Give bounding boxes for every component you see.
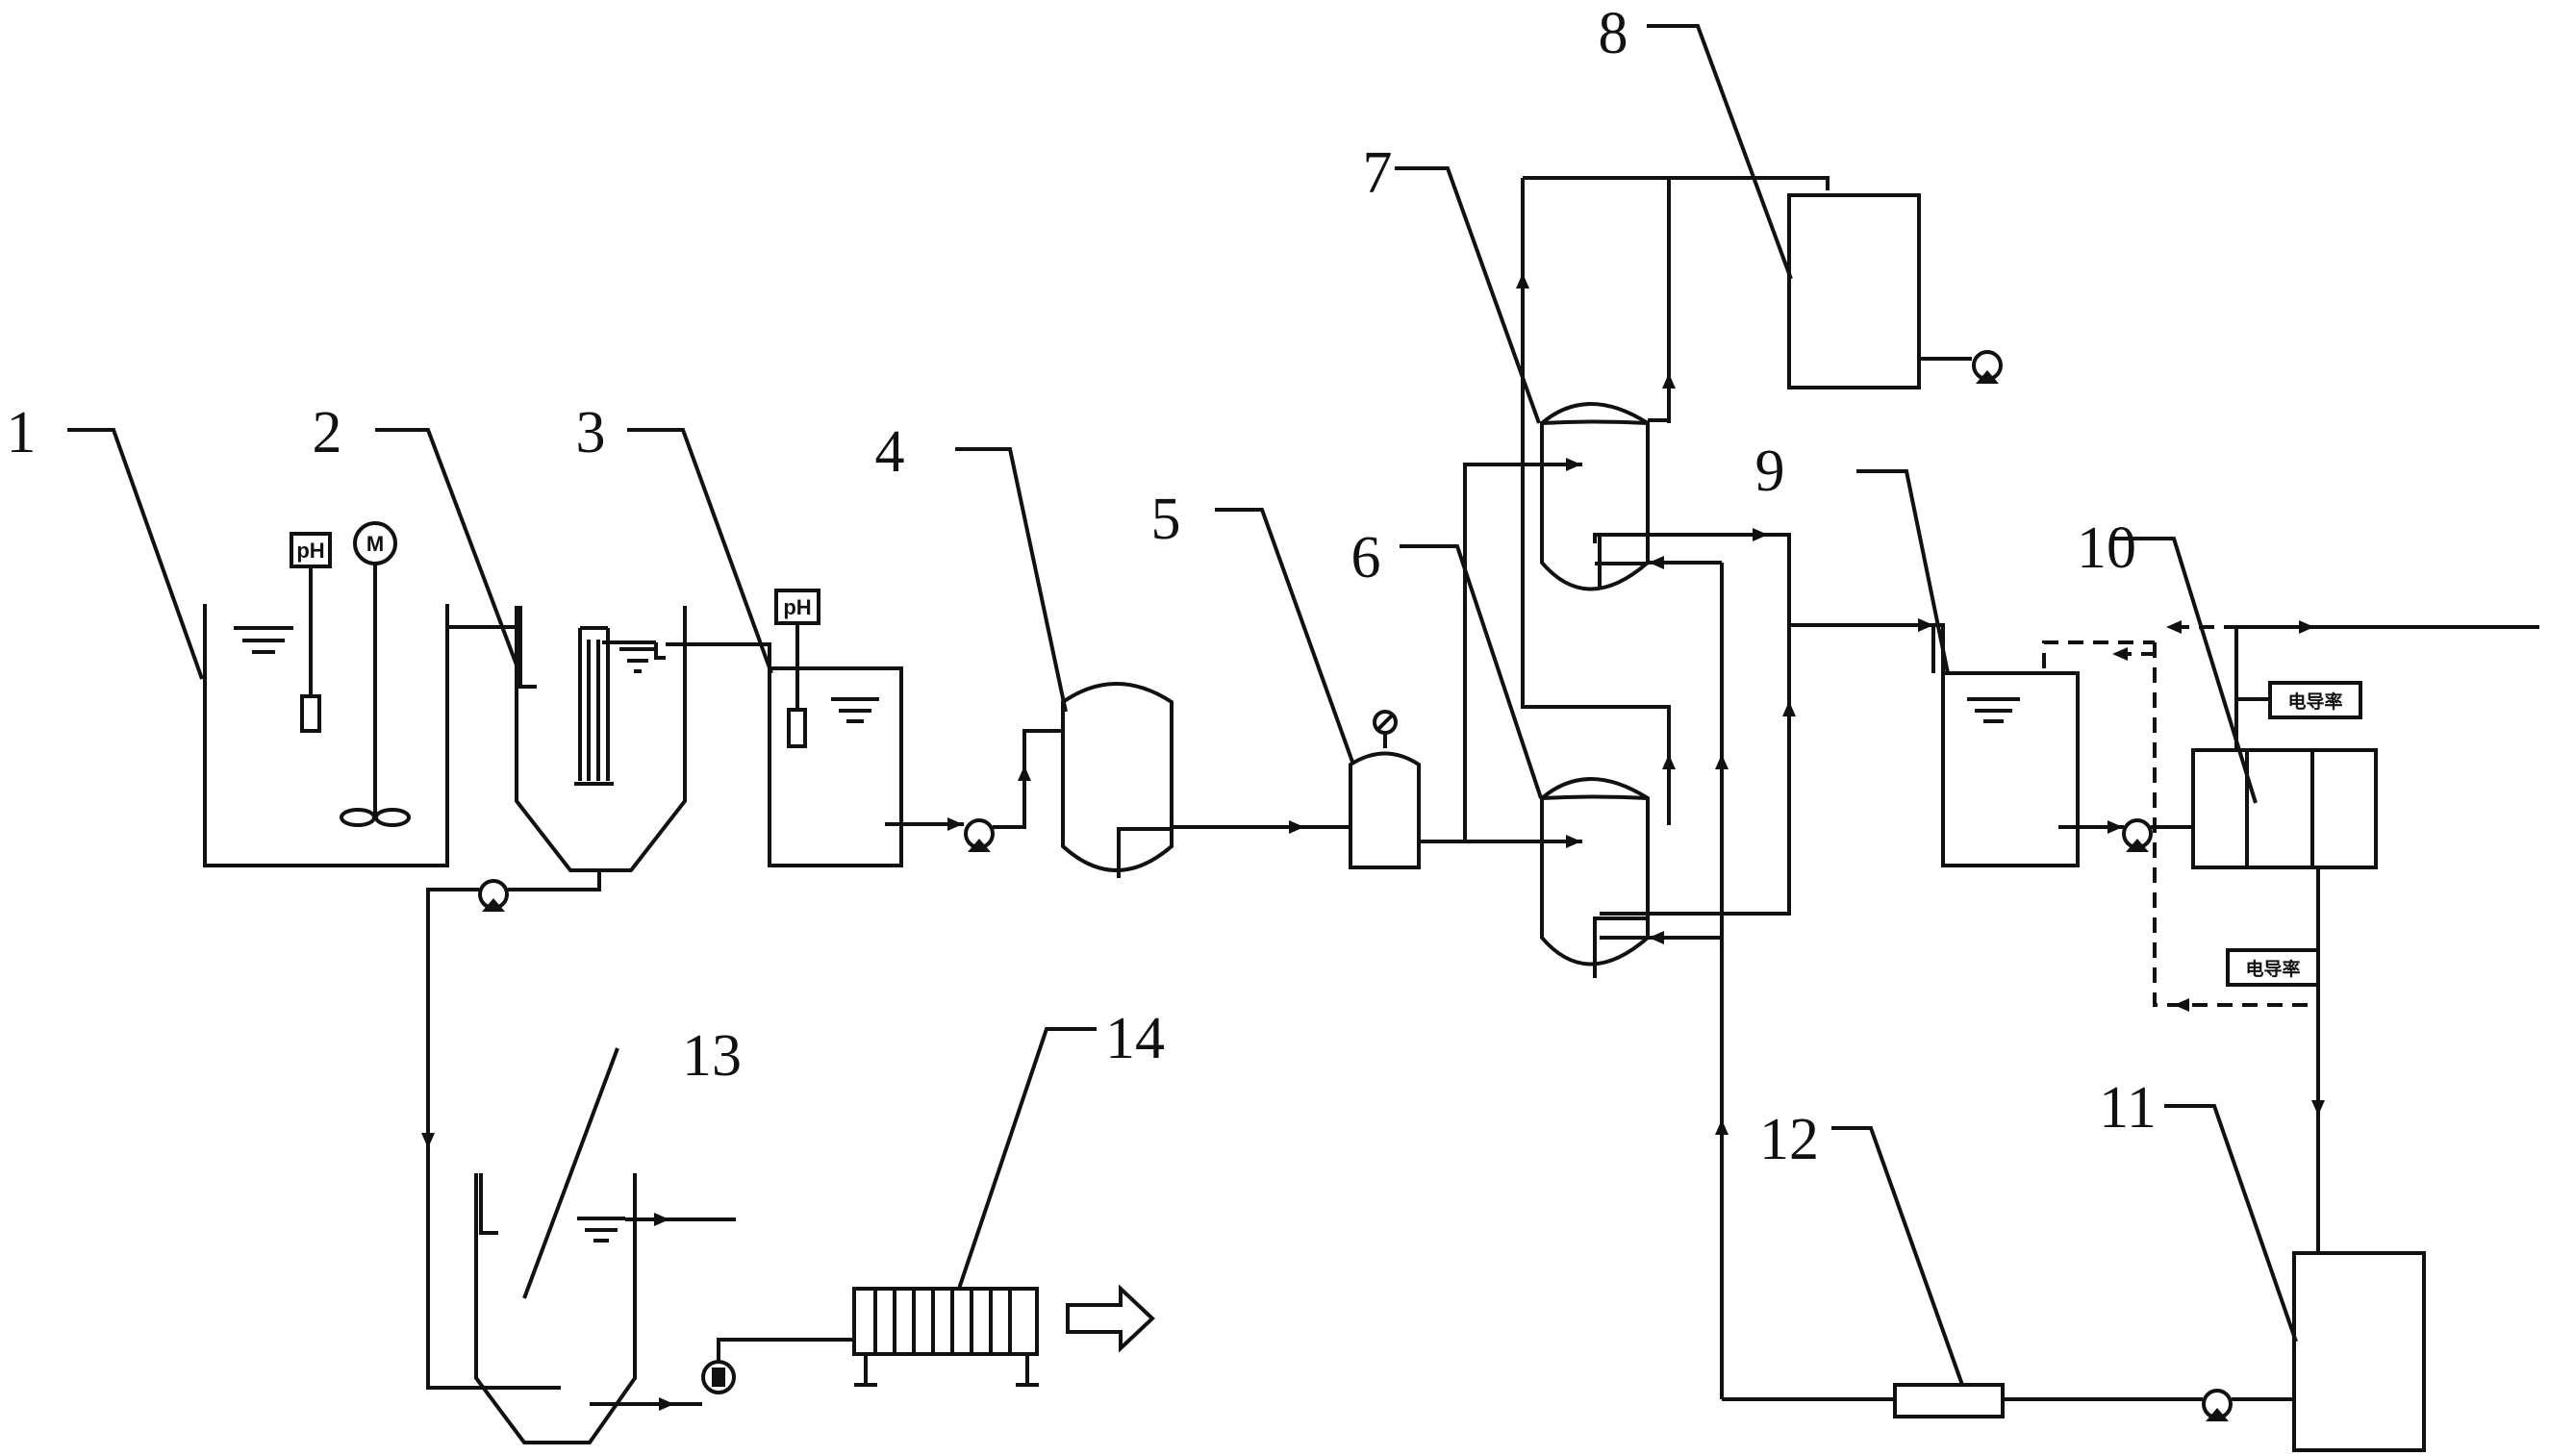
vessel-4 (1063, 684, 1172, 878)
ph-adjust-tank-3: pH (770, 590, 901, 866)
leader-line-12 (1831, 1128, 1962, 1385)
discharge-arrow (1068, 1289, 1152, 1348)
exchange-column-6 (1542, 779, 1648, 978)
label-6: 6 (1351, 525, 1381, 590)
label-10: 10 (2077, 515, 2136, 581)
conductivity-meter-top: 电导率 (2287, 690, 2342, 713)
edi-module-10 (2151, 750, 2376, 867)
buffer-tank-9 (1943, 673, 2151, 866)
ph-meter-3-label: pH (783, 595, 811, 619)
leader-line-5 (1215, 510, 1353, 765)
collection-tank-11 (2294, 1253, 2424, 1450)
settler-2 (447, 606, 685, 870)
leader-line-2 (375, 430, 520, 675)
sludge-thickener-13 (476, 1173, 736, 1443)
leader-line-3 (627, 430, 771, 673)
label-13: 13 (682, 1023, 742, 1089)
leader-line-11 (2164, 1106, 2296, 1342)
label-4: 4 (875, 419, 905, 485)
label-11: 11 (2099, 1075, 2157, 1141)
label-9: 9 (1755, 439, 1785, 504)
label-2: 2 (313, 400, 342, 465)
label-5: 5 (1151, 487, 1181, 552)
leader-line-7 (1395, 168, 1539, 423)
motor-label: M (366, 532, 384, 556)
label-7: 7 (1363, 140, 1393, 206)
exchange-column-7 (1542, 404, 1648, 590)
label-12: 12 (1759, 1107, 1819, 1172)
regenerant-tank-8 (1789, 195, 2001, 388)
ph-meter-label: pH (296, 539, 324, 563)
filter-5 (1350, 712, 1419, 867)
filter-press-14 (854, 1289, 1039, 1385)
leader-line-14 (959, 1029, 1097, 1289)
leader-line-4 (955, 449, 1066, 712)
label-8: 8 (1599, 1, 1628, 66)
leader-line-8 (1647, 26, 1791, 279)
reaction-tank-1: pH M (205, 523, 447, 866)
label-3: 3 (576, 400, 606, 465)
leader-line-6 (1400, 546, 1541, 798)
leader-line-9 (1856, 471, 1948, 673)
heater-12 (1722, 1385, 2003, 1417)
leader-line-1 (67, 430, 202, 679)
label-1: 1 (7, 400, 37, 465)
conductivity-meter-bottom: 电导率 (2245, 958, 2300, 980)
leader-line-10 (2111, 539, 2256, 803)
label-14: 14 (1105, 1006, 1165, 1071)
leader-line-13 (524, 1048, 618, 1298)
